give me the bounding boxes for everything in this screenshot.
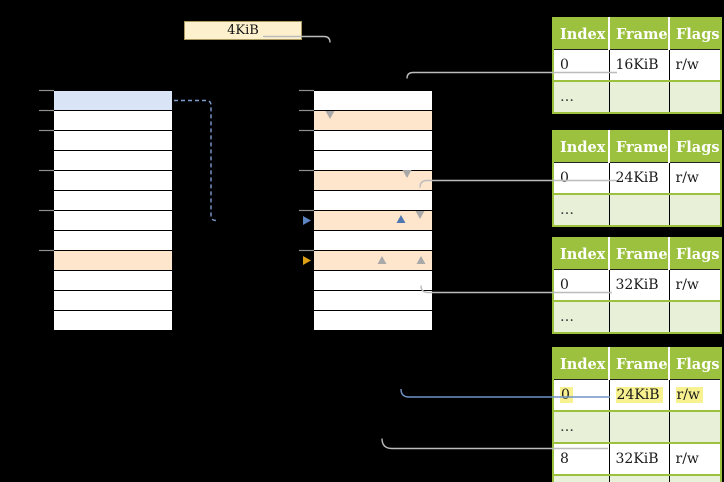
cell: 16KiB — [608, 49, 669, 81]
virtual-memory-row-8 — [54, 251, 172, 271]
virtual-memory-row-5 — [54, 191, 172, 211]
physical-memory-row-7 — [314, 231, 432, 251]
virtual-memory-row-10 — [54, 291, 172, 311]
physical-memory-row-6 — [314, 211, 432, 231]
virtual-memory-row-3 — [54, 151, 172, 171]
cell: 0 — [553, 49, 609, 81]
cell — [668, 193, 721, 226]
virtual-memory-row-0 — [54, 91, 172, 111]
page-table-1-header-flags: Flags — [668, 18, 721, 50]
physical-memory-row-10 — [314, 291, 432, 311]
cell: 8 — [553, 442, 609, 475]
page-table-3-row-1: … — [553, 300, 721, 333]
page-table-4-header-frame: Frame — [608, 348, 669, 380]
virtual-memory-row-7 — [54, 231, 172, 251]
page-table-1-header-frame: Frame — [608, 18, 669, 50]
cell — [608, 80, 669, 113]
cell: 32KiB — [608, 442, 669, 475]
cell: 0 — [553, 269, 609, 301]
cell — [668, 474, 721, 482]
page-table-2-row-1: … — [553, 193, 721, 226]
cell: r/w — [668, 442, 721, 475]
cell: … — [553, 193, 609, 226]
virtual-page8-to-physical-frame-arrowhead-icon — [303, 256, 311, 265]
cell: … — [553, 80, 609, 113]
physical-memory-row-8 — [314, 251, 432, 271]
physical-memory-row-1 — [314, 111, 432, 131]
page-table-2-header-frame: Frame — [608, 131, 669, 163]
cell — [668, 410, 721, 443]
virtual-memory-column — [53, 90, 173, 331]
virtual-memory-row-9 — [54, 271, 172, 291]
cell: r/w — [668, 379, 721, 411]
cell: … — [553, 300, 609, 333]
virtual-page0-to-physical-frame-arrowhead-icon — [303, 216, 311, 225]
page-table-1-header-index: Index — [553, 18, 609, 50]
virtual-memory-row-11 — [54, 311, 172, 330]
cell — [668, 300, 721, 333]
cell: r/w — [668, 49, 721, 81]
page-size-label: 4KiB — [184, 21, 302, 40]
cell — [608, 300, 669, 333]
page-table-4-header-flags: Flags — [668, 348, 721, 380]
cell — [608, 474, 669, 482]
virtual-memory-row-1 — [54, 111, 172, 131]
physical-memory-row-3 — [314, 151, 432, 171]
cell — [608, 193, 669, 226]
cell: … — [553, 474, 609, 482]
page-table-1-row-1: … — [553, 80, 721, 113]
physical-memory-row-0 — [314, 91, 432, 111]
physical-memory-row-11 — [314, 311, 432, 330]
virtual-memory-row-2 — [54, 131, 172, 151]
page-table-4-row-1: … — [553, 410, 721, 443]
page-table-2-header-index: Index — [553, 131, 609, 163]
page-table-3-header-frame: Frame — [608, 238, 669, 270]
virtual-memory-row-6 — [54, 211, 172, 231]
page-size-label-text: 4KiB — [227, 23, 259, 38]
cell: r/w — [668, 269, 721, 301]
page-table-4-header-index: Index — [553, 348, 609, 380]
cell: 0 — [553, 379, 609, 411]
physical-memory-row-4 — [314, 171, 432, 191]
cell: … — [553, 410, 609, 443]
cell: 0 — [553, 162, 609, 194]
page-table-2-header-flags: Flags — [668, 131, 721, 163]
page-table-3-header-index: Index — [553, 238, 609, 270]
physical-memory-column — [313, 90, 433, 331]
page-table-4-row-3: … — [553, 474, 721, 482]
physical-memory-row-9 — [314, 271, 432, 291]
cell: r/w — [668, 162, 721, 194]
virtual-memory-row-4 — [54, 171, 172, 191]
cell: 24KiB — [608, 162, 669, 194]
page-table-3-header-flags: Flags — [668, 238, 721, 270]
cell: 32KiB — [608, 269, 669, 301]
cell: 24KiB — [608, 379, 669, 411]
physical-memory-row-5 — [314, 191, 432, 211]
cell — [608, 410, 669, 443]
physical-memory-row-2 — [314, 131, 432, 151]
cell — [668, 80, 721, 113]
virtual-page0-to-physical-frame — [174, 99, 217, 222]
